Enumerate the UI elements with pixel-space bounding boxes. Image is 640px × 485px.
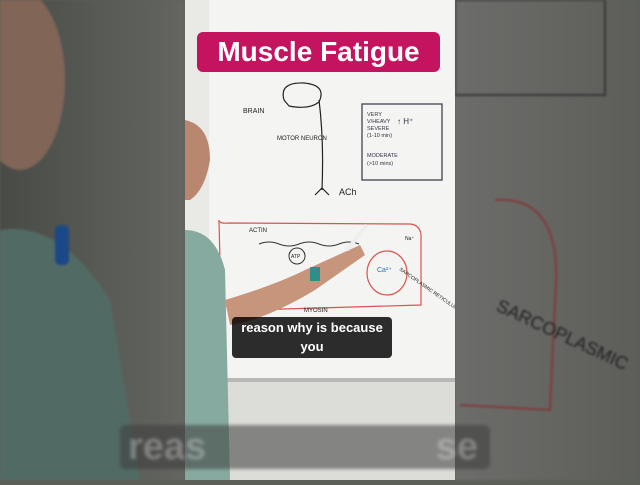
brain-label: BRAIN (243, 108, 264, 115)
box-line: V/HEAVY (367, 119, 391, 125)
subtitle-caption: reason why is because you (232, 317, 392, 358)
box-line: (1-10 min) (367, 133, 392, 139)
presenter (185, 120, 369, 480)
whiteboard-drawing: BRAIN MOTOR NEURON ACh VERY V/HEAVY SEVE… (218, 82, 455, 314)
box-line: (>10 mins) (367, 161, 393, 167)
ghost-caption-left: reas (128, 426, 207, 468)
blurred-left-background (0, 0, 185, 480)
na-label: Na⁺ (405, 236, 414, 242)
blurred-caption-background: reas se (120, 425, 490, 469)
atp-label: ATP (291, 254, 301, 260)
box-line: VERY (367, 112, 382, 118)
ca-label: Ca²⁺ (377, 267, 392, 274)
box-line: SEVERE (367, 126, 390, 132)
box-line: MODERATE (367, 153, 398, 159)
caption-line: reason why is because (241, 320, 383, 335)
video-title-banner: Muscle Fatigue (197, 32, 440, 72)
blurred-right-background: SARCOPLASMIC (454, 0, 640, 480)
myosin-label: MYOSIN (304, 308, 328, 314)
caption-line: you (300, 339, 324, 354)
ghost-caption-right: se (435, 426, 478, 468)
actin-label: ACTIN (249, 228, 267, 234)
motor-neuron-label: MOTOR NEURON (277, 136, 327, 142)
video-frame: BRAIN MOTOR NEURON ACh VERY V/HEAVY SEVE… (185, 0, 455, 480)
ach-label: ACh (339, 187, 357, 197)
h-plus-label: ↑ H⁺ (397, 117, 413, 126)
